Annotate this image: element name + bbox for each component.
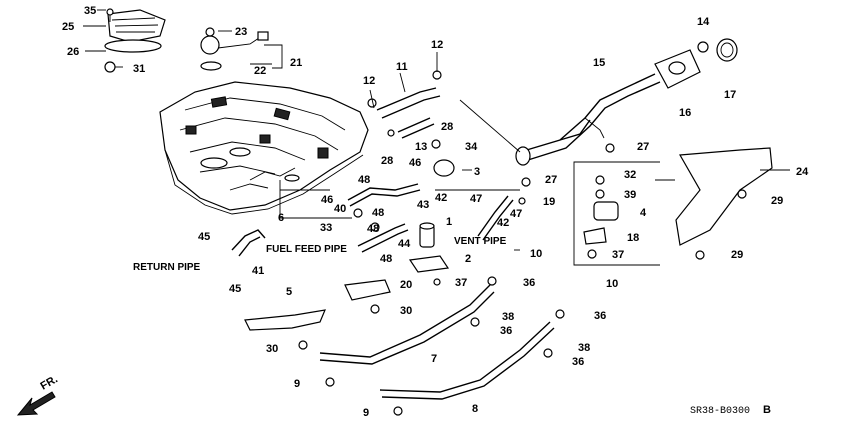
callout: 41 xyxy=(252,265,264,277)
callout: 15 xyxy=(593,57,605,69)
fuel-gauge-unit xyxy=(200,27,269,71)
leader-lines xyxy=(83,9,790,251)
callout: 18 xyxy=(627,232,639,244)
callout: 10 xyxy=(606,278,618,290)
callout: 35 xyxy=(84,5,96,17)
callout: 30 xyxy=(400,305,412,317)
callout: 28 xyxy=(441,121,453,133)
fuel-filler-pipe xyxy=(515,38,738,166)
callout: 7 xyxy=(431,353,437,365)
callout: 26 xyxy=(67,46,79,58)
callout: 23 xyxy=(235,26,247,38)
callout: 32 xyxy=(624,169,636,181)
return-pipe-label: RETURN PIPE xyxy=(133,262,201,273)
callout: 19 xyxy=(543,196,555,208)
callout: 1 xyxy=(446,216,452,228)
callout: 48 xyxy=(367,223,379,235)
callout: 34 xyxy=(465,141,478,153)
callout: 39 xyxy=(624,189,636,201)
callout: 37 xyxy=(612,249,624,261)
callout: 42 xyxy=(497,217,509,229)
fuel-pump-cover xyxy=(104,8,166,73)
callout: 36 xyxy=(500,325,512,337)
callout: 5 xyxy=(286,286,292,298)
callout: 45 xyxy=(229,283,241,295)
callout: 48 xyxy=(372,207,384,219)
callout: 37 xyxy=(455,277,467,289)
callout: 30 xyxy=(266,343,278,355)
hoses xyxy=(231,87,514,257)
callout: 36 xyxy=(572,356,584,368)
callout: 45 xyxy=(198,231,210,243)
callout: 24 xyxy=(796,166,809,178)
callout: 43 xyxy=(417,199,429,211)
callout: 13 xyxy=(415,141,427,153)
callout: 33 xyxy=(320,222,332,234)
callout: 36 xyxy=(523,277,535,289)
bolts xyxy=(298,70,747,416)
callout: 48 xyxy=(380,253,392,265)
callout: 36 xyxy=(594,310,606,322)
diagram-code-suffix: B xyxy=(763,404,771,416)
callout: 27 xyxy=(637,141,649,153)
callout: 9 xyxy=(363,407,369,419)
callout: 12 xyxy=(363,75,375,87)
callout: 28 xyxy=(381,155,393,167)
callout: 16 xyxy=(679,107,691,119)
callout: 11 xyxy=(396,61,408,73)
fuel-feed-pipe-label: FUEL FEED PIPE xyxy=(266,244,347,255)
callout: 46 xyxy=(409,157,421,169)
callout: 46 xyxy=(321,194,333,206)
valve-detail-box xyxy=(573,161,660,266)
callout: 14 xyxy=(697,16,710,28)
diagram-code: SR38-B0300 xyxy=(690,406,750,417)
callout: 29 xyxy=(771,195,783,207)
callout: 38 xyxy=(502,311,514,323)
callout: 8 xyxy=(472,403,478,415)
callout: 3 xyxy=(474,166,480,178)
callout: 4 xyxy=(640,207,647,219)
callout: 47 xyxy=(470,193,482,205)
callout: 17 xyxy=(724,89,736,101)
callout-numbers: 35 25 26 31 23 21 22 12 11 12 28 28 13 3… xyxy=(62,5,809,419)
callout: 2 xyxy=(465,253,471,265)
callout: 40 xyxy=(334,203,346,215)
callout: 29 xyxy=(731,249,743,261)
callout: 42 xyxy=(435,192,447,204)
callout: 31 xyxy=(133,63,145,75)
callout: 6 xyxy=(278,212,284,224)
fuel-tank xyxy=(159,81,369,215)
callout: 22 xyxy=(254,65,266,77)
front-label: FR. xyxy=(39,373,60,392)
callout: 47 xyxy=(510,208,522,220)
fuel-filter xyxy=(408,159,455,273)
callout: 27 xyxy=(545,174,557,186)
callout: 12 xyxy=(431,39,443,51)
vent-pipe-label: VENT PIPE xyxy=(454,236,507,247)
callout: 20 xyxy=(400,279,412,291)
callout: 9 xyxy=(294,378,300,390)
tank-straps xyxy=(244,147,773,400)
callout: 10 xyxy=(530,248,542,260)
callout: 38 xyxy=(578,342,590,354)
pipe-labels: RETURN PIPE FUEL FEED PIPE VENT PIPE FR.… xyxy=(39,236,772,417)
callout: 21 xyxy=(290,57,302,69)
callout: 44 xyxy=(398,238,411,250)
callout: 25 xyxy=(62,21,74,33)
front-arrow-icon xyxy=(16,391,56,416)
callout: 48 xyxy=(358,174,370,186)
